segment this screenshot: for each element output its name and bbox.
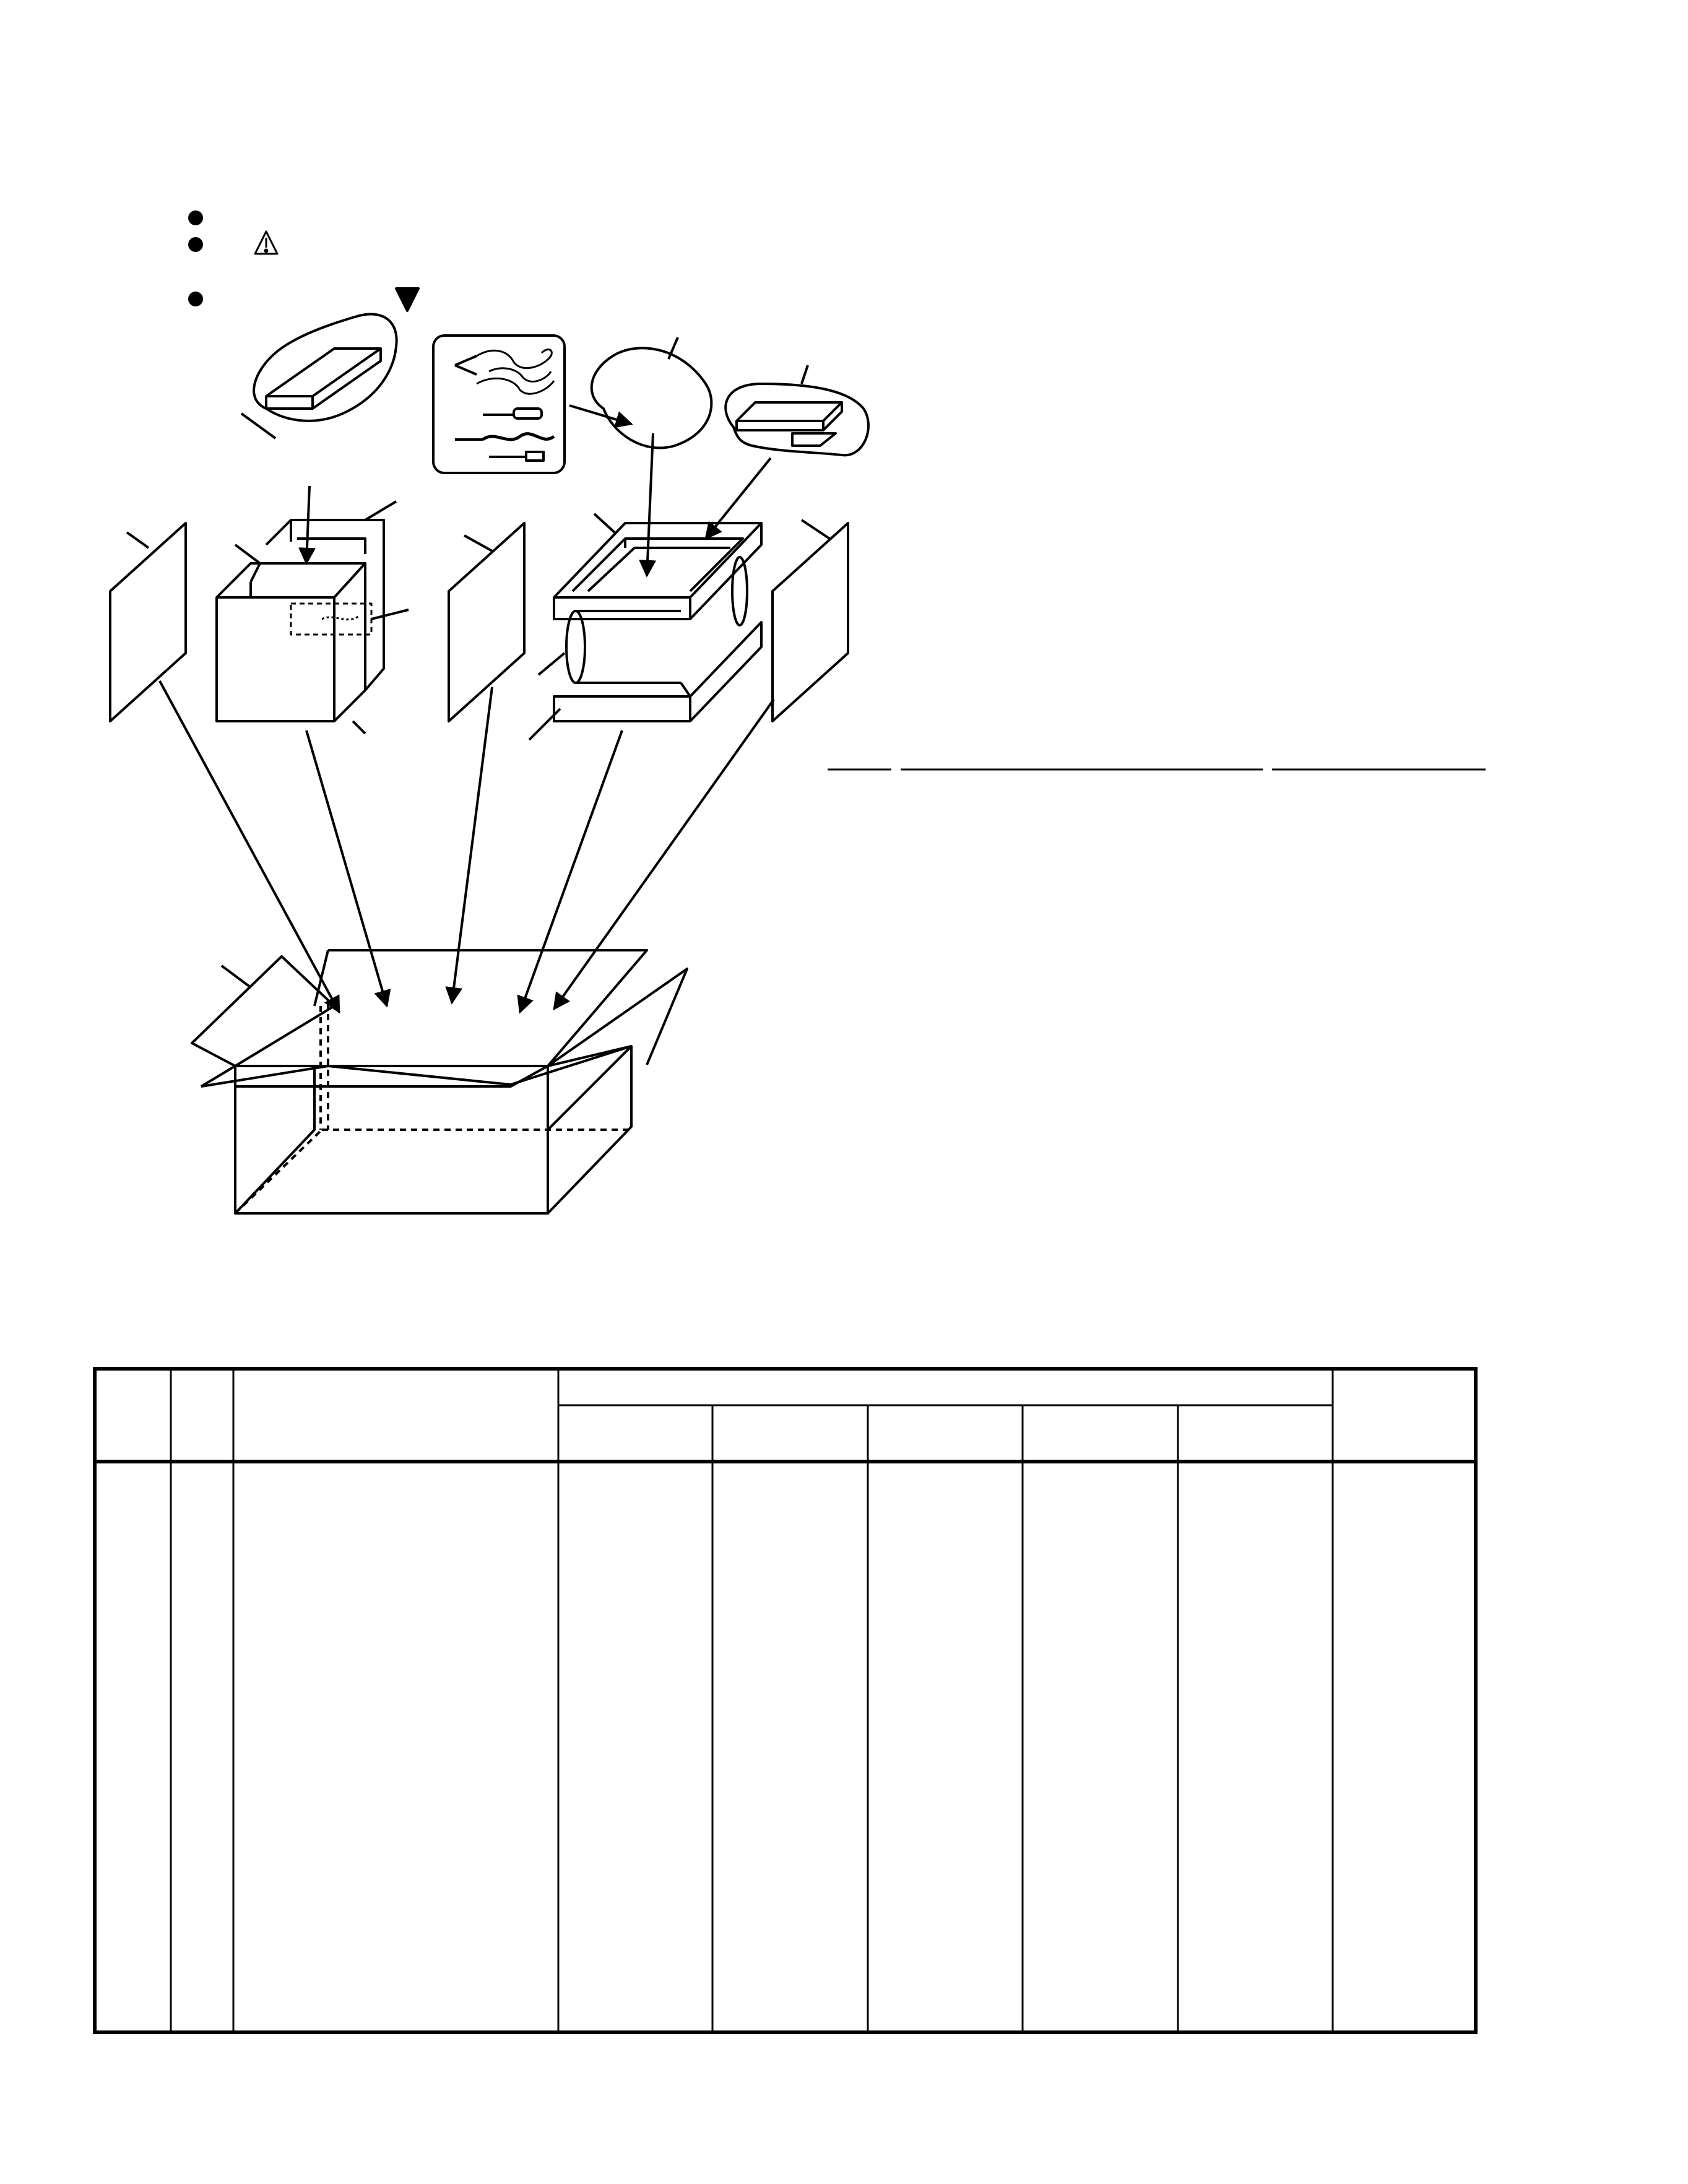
frame-cushion-stack-icon [528, 433, 772, 741]
side-protector-sheet-icon [109, 522, 187, 722]
exploded-packing-diagram [109, 230, 1486, 1215]
right-protector-sheet-icon [771, 519, 849, 722]
warning-triangle-icon [254, 230, 279, 255]
note-bullet-1 [188, 210, 203, 225]
remote-in-bag-icon [724, 365, 870, 457]
down-triangle-marker-icon [395, 287, 420, 312]
carton-box-icon [191, 949, 688, 1215]
note-bullet-3 [188, 292, 203, 306]
center-protector-sheet-icon [448, 522, 526, 722]
front-cushion-block-icon [215, 485, 409, 735]
blob-bag-icon [569, 337, 713, 449]
accessory-cords-box-icon [432, 334, 566, 474]
note-bullet-2 [188, 237, 203, 252]
pad-in-bag-icon [253, 313, 398, 422]
parts-table [93, 1367, 1478, 2034]
